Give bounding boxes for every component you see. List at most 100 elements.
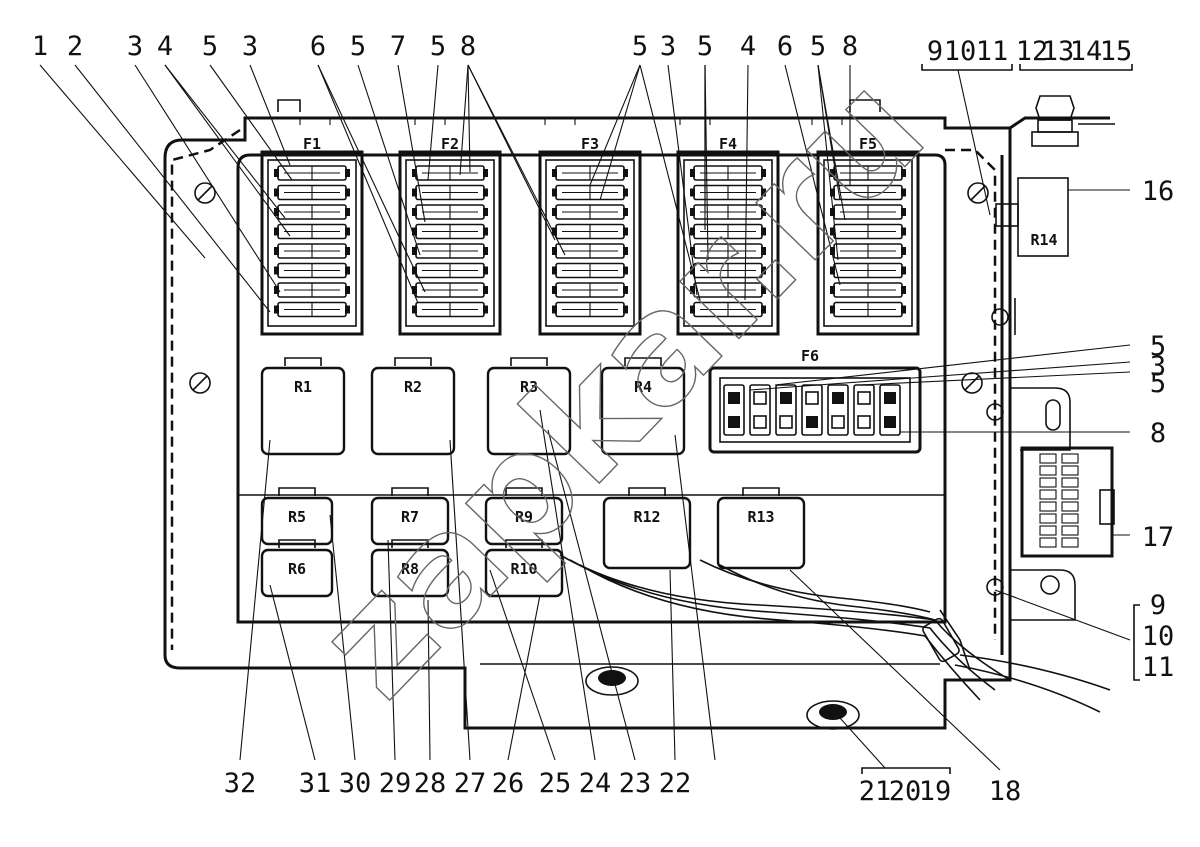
callout-top-17: 8 bbox=[842, 31, 858, 62]
relay-r3: R3 bbox=[486, 357, 572, 456]
fuse-block-f4: F4 bbox=[676, 135, 780, 336]
fuse-block-label-f6: F6 bbox=[801, 347, 819, 365]
grommet-left bbox=[585, 666, 639, 696]
callout-top-15: 6 bbox=[777, 31, 793, 62]
callout-bottom-6: 26 bbox=[492, 768, 525, 799]
screw-mid-right bbox=[961, 372, 983, 394]
callout-top-9: 5 bbox=[430, 31, 446, 62]
fuse bbox=[552, 165, 628, 181]
fuse bbox=[690, 223, 766, 240]
box-body bbox=[236, 153, 947, 624]
relay-label-r10: R10 bbox=[510, 560, 537, 578]
callout-top-0: 1 bbox=[32, 31, 48, 62]
fuse-block-label-f1: F1 bbox=[303, 135, 321, 153]
fuse bbox=[830, 165, 906, 181]
callout-top-13: 5 bbox=[697, 31, 713, 62]
fuse-blocks: F1 F2 F3 F4 F5 bbox=[260, 135, 920, 336]
relay-label-r3: R3 bbox=[520, 378, 538, 396]
relay-r5: R5 bbox=[260, 487, 334, 546]
callout-top-right-5: 14 bbox=[1070, 36, 1103, 67]
grommet-right bbox=[806, 700, 860, 730]
callout-top-8: 7 bbox=[390, 31, 406, 62]
callout-bottom-3: 29 bbox=[379, 768, 412, 799]
relay-r12: R12 bbox=[602, 487, 692, 570]
f6-fuse-row bbox=[723, 384, 901, 436]
fuse-f6 bbox=[775, 384, 797, 436]
fuse bbox=[830, 223, 906, 240]
fuse bbox=[552, 204, 628, 220]
callout-bottom-14: 18 bbox=[989, 776, 1022, 807]
callout-bottom-8: 24 bbox=[579, 768, 612, 799]
callout-top-5: 3 bbox=[242, 31, 258, 62]
fuse-block-label-f3: F3 bbox=[581, 135, 599, 153]
relay-label-r2: R2 bbox=[404, 378, 422, 396]
wiring-harness bbox=[559, 554, 1111, 713]
fuse bbox=[830, 204, 906, 220]
fuse-block-label-f5: F5 bbox=[859, 135, 877, 153]
screw-mid-left bbox=[189, 372, 211, 394]
relay-r7: R7 bbox=[370, 487, 450, 546]
mounting-plate bbox=[163, 116, 1012, 730]
fuse bbox=[412, 243, 488, 259]
relay-label-r9: R9 bbox=[515, 508, 533, 526]
fuse bbox=[552, 184, 628, 201]
callout-top-11: 5 bbox=[632, 31, 648, 62]
callout-top-10: 8 bbox=[460, 31, 476, 62]
fuse bbox=[552, 282, 628, 298]
callout-top-right-4: 13 bbox=[1042, 36, 1075, 67]
callout-top-1: 2 bbox=[67, 31, 83, 62]
screw-top-right bbox=[967, 182, 989, 204]
fuse bbox=[412, 282, 488, 298]
callout-right-7: 10 bbox=[1142, 621, 1175, 652]
fuse bbox=[552, 301, 628, 318]
fuse bbox=[274, 204, 350, 220]
fuse bbox=[552, 223, 628, 240]
relay-r8: R8 bbox=[370, 539, 450, 598]
callout-bottom-10: 22 bbox=[659, 768, 692, 799]
callout-top-4: 5 bbox=[202, 31, 218, 62]
callout-bottom-5: 27 bbox=[454, 768, 487, 799]
fuse bbox=[274, 282, 350, 298]
relay-r1: R1 bbox=[260, 357, 346, 456]
callout-bottom-7: 25 bbox=[539, 768, 572, 799]
callout-top-right-3: 12 bbox=[1016, 36, 1049, 67]
plate-flange-left bbox=[170, 128, 241, 650]
callout-bottom-4: 28 bbox=[414, 768, 447, 799]
callout-bottom-2: 30 bbox=[339, 768, 372, 799]
relay-label-r12: R12 bbox=[633, 508, 660, 526]
fuse bbox=[274, 184, 350, 201]
callout-right-5: 17 bbox=[1142, 522, 1175, 553]
fuse bbox=[552, 243, 628, 259]
relay-r4: R4 bbox=[600, 357, 686, 456]
callout-top-2: 3 bbox=[127, 31, 143, 62]
fuse-f6 bbox=[749, 384, 771, 436]
fuse bbox=[412, 223, 488, 240]
relay-label-r5: R5 bbox=[288, 508, 306, 526]
fuse bbox=[830, 243, 906, 259]
relay-r6: R6 bbox=[260, 539, 334, 598]
fuse bbox=[412, 301, 488, 318]
fuse bbox=[412, 262, 488, 279]
group-brackets bbox=[861, 64, 1140, 774]
callout-right-4: 8 bbox=[1150, 418, 1166, 449]
callout-top-right-1: 10 bbox=[944, 36, 977, 67]
leader-lines bbox=[39, 64, 1131, 771]
relay-label-r8: R8 bbox=[401, 560, 419, 578]
callout-top-16: 5 bbox=[810, 31, 826, 62]
fuse-block-f1: F1 bbox=[260, 135, 364, 336]
fuse bbox=[690, 301, 766, 318]
fuse bbox=[412, 204, 488, 220]
callout-right-1: 5 bbox=[1150, 331, 1166, 362]
fuse-block-label-f4: F4 bbox=[719, 135, 737, 153]
fuse bbox=[830, 184, 906, 201]
callout-bottom-0: 32 bbox=[224, 768, 257, 799]
fuse bbox=[274, 243, 350, 259]
fuse bbox=[830, 301, 906, 318]
callout-bottom-9: 23 bbox=[619, 768, 652, 799]
fuse-block-f2: F2 bbox=[398, 135, 502, 336]
callout-top-right-2: 11 bbox=[976, 36, 1009, 67]
connector-17 bbox=[1020, 446, 1115, 558]
